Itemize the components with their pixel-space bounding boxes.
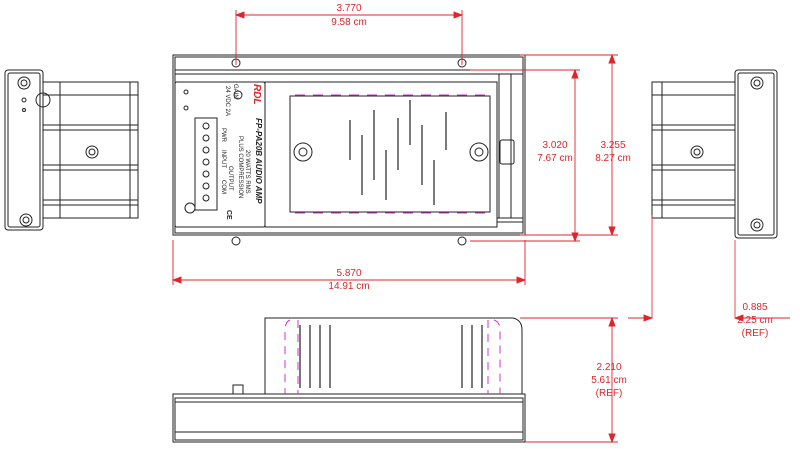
faceplate-spec-watts: 20 WATTS RMS [244,150,250,194]
profile-view [172,317,526,443]
top-width-cm: 9.58 cm [331,17,367,28]
faceplate-brand: RDL [251,84,262,105]
outer-height-cm: 8.27 cm [595,153,631,164]
overall-width-inch: 5.870 [336,268,362,279]
faceplate-ce-mark: CE [225,210,232,220]
overall-width-cm: 14.91 cm [328,281,370,292]
faceplate-model: FP-PA20B AUDIO AMP [254,118,263,204]
inner-height-inch: 3.020 [542,140,568,151]
faceplate-pwr-label: PWR [220,128,226,142]
faceplate-com-label: COM [220,180,226,194]
right-side-view [651,69,778,318]
side-depth-cm: 2.25 cm [737,315,773,326]
faceplate-spec-compression: PLUS COMPRESSION [237,136,243,199]
dimension-lines [171,10,790,444]
left-side-view [4,69,139,231]
faceplate-power-rating: 24 VDC 2A [224,86,230,117]
side-depth-inch: 0.885 [742,302,768,313]
outer-height-inch: 3.255 [600,140,626,151]
faceplate-input-label: INPUT [220,150,226,168]
top-width-inch: 3.770 [336,3,362,14]
inner-height-cm: 7.67 cm [537,153,573,164]
profile-height-inch: 2.210 [596,362,622,373]
faceplate-output-label: OUTPUT [227,166,233,191]
faceplate-gain-label: GAIN [232,84,238,99]
side-depth-ref: (REF) [741,328,769,339]
profile-height-cm: 5.61 cm [591,375,627,386]
front-view [172,54,526,246]
profile-height-ref: (REF) [595,388,623,399]
